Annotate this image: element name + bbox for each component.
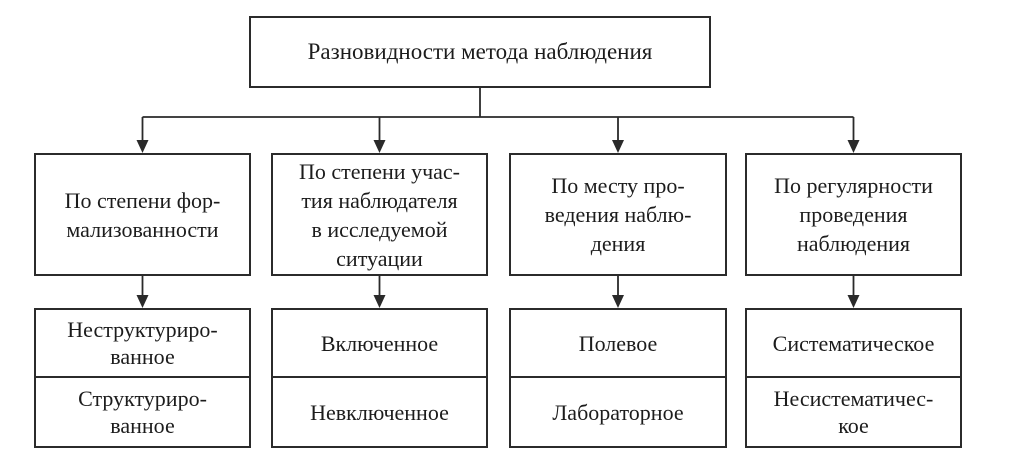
arrowhead-icon <box>612 295 624 308</box>
leaf-node-not-included: Невключенное <box>273 378 486 446</box>
leaf-node-laboratory: Лабораторное <box>511 378 725 446</box>
branch-node-label: По степени фор- мализованности <box>64 187 221 242</box>
leaf-stack-formalization: Неструктуриро- ванное Структуриро- ванно… <box>34 308 251 448</box>
leaf-stack-regularity: Систематическое Несистематичес- кое <box>745 308 962 448</box>
branch-node-observation-place: По месту про- ведения наблю- дения <box>509 153 727 276</box>
leaf-node-label: Полевое <box>578 330 658 356</box>
leaf-node-nonsystematic: Несистематичес- кое <box>747 378 960 446</box>
leaf-node-label: Систематическое <box>772 330 935 356</box>
leaf-node-label: Невключенное <box>310 399 449 425</box>
arrowhead-icon <box>373 295 386 308</box>
branch-node-observer-participation: По степени учас- тия наблюдателя в иссле… <box>271 153 488 276</box>
leaf-node-label: Несистематичес- кое <box>773 386 934 438</box>
branch-node-label: По месту про- ведения наблю- дения <box>544 173 692 256</box>
leaf-stack-observer-participation: Включенное Невключенное <box>271 308 488 448</box>
leaf-node-unstructured: Неструктуриро- ванное <box>36 310 249 378</box>
root-node-label: Разновидности метода наблюдения <box>307 39 653 64</box>
leaf-node-label: Структуриро- ванное <box>78 386 207 438</box>
arrowhead-icon <box>373 140 386 153</box>
leaf-node-systematic: Систематическое <box>747 310 960 378</box>
leaf-node-structured: Структуриро- ванное <box>36 378 249 446</box>
leaf-node-label: Неструктуриро- ванное <box>67 317 218 369</box>
arrowhead-icon <box>136 295 149 308</box>
arrowhead-icon <box>136 140 149 153</box>
arrowhead-icon <box>847 295 860 308</box>
leaf-node-label: Лабораторное <box>552 399 684 425</box>
leaf-node-label: Включенное <box>320 330 439 356</box>
leaf-node-field: Полевое <box>511 310 725 378</box>
branch-node-formalization: По степени фор- мализованности <box>34 153 251 276</box>
leaf-stack-observation-place: Полевое Лабораторное <box>509 308 727 448</box>
root-node: Разновидности метода наблюдения <box>249 16 711 88</box>
arrowhead-icon <box>847 140 860 153</box>
branch-node-label: По степени учас- тия наблюдателя в иссле… <box>298 158 461 271</box>
leaf-node-included: Включенное <box>273 310 486 378</box>
branch-node-label: По регулярности проведения наблюдения <box>774 173 933 256</box>
arrowhead-icon <box>612 140 624 153</box>
branch-node-regularity: По регулярности проведения наблюдения <box>745 153 962 276</box>
